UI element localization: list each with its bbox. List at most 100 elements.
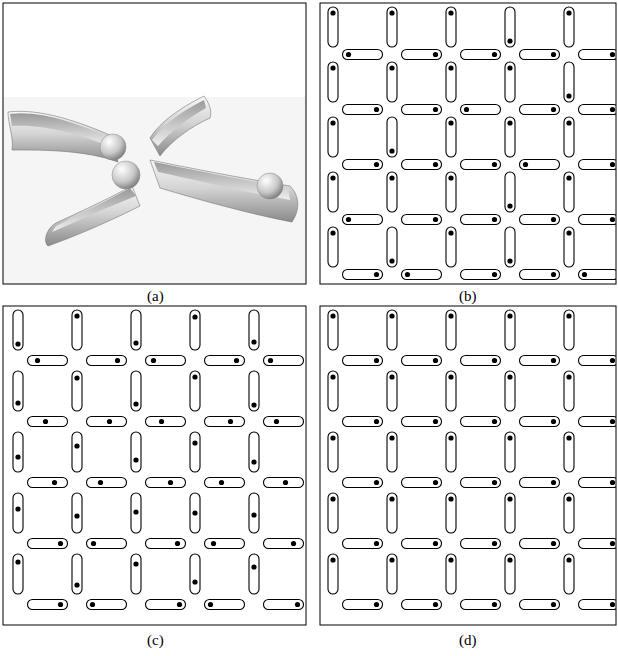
trough-grid [328,7,616,280]
ball-dot [15,400,20,405]
ball-dot [133,401,138,406]
trough [461,539,501,549]
backdrop [3,97,306,284]
trough [28,600,68,610]
trough [87,600,127,610]
trough-outline [328,172,338,212]
ball-dot [507,557,512,562]
ball-dot [192,314,197,319]
trough-grid [13,310,304,610]
trough [387,371,397,411]
ball-dot [330,496,335,501]
trough-outline [190,554,200,594]
trough [190,310,200,350]
trough-outline [146,417,186,427]
ball-dot [448,10,453,15]
ball-dot [177,602,182,607]
ball-dot [566,230,571,235]
trough-outline [264,417,304,427]
ball-dot [551,541,556,546]
trough-outline [564,7,574,47]
trough [28,417,68,427]
trough [131,310,141,350]
ball-dot [551,272,556,277]
trough [131,371,141,411]
trough-outline [564,493,574,533]
trough-outline [131,371,141,411]
trough-outline [72,432,82,472]
ball-dot [492,52,497,57]
ball-dot [448,435,453,440]
ball-dot [389,148,394,153]
trough-outline [87,356,127,366]
trough [87,539,127,549]
ball-dot [433,52,438,57]
ball-dot [74,375,79,380]
ball-dot [192,510,197,515]
ball-dot [389,175,394,180]
trough-outline [205,600,245,610]
trough [343,600,383,610]
ball-dot [192,579,197,584]
trough [564,227,574,267]
trough [520,105,560,115]
trough-outline [87,417,127,427]
trough-outline [328,493,338,533]
trough-outline [328,310,338,350]
trough [264,478,304,488]
trough-outline [343,417,383,427]
trough-outline [146,600,186,610]
trough-outline [343,105,383,115]
trough-outline [387,62,397,102]
ball-dot [566,374,571,379]
ball-dot [492,480,497,485]
ball-dot [133,509,138,514]
trough-outline [387,227,397,267]
trough [402,356,442,366]
trough-outline [146,356,186,366]
trough [579,478,617,488]
trough-outline [387,432,397,472]
ball-dot [551,602,556,607]
trough [564,432,574,472]
ball-dot [74,443,79,448]
trough [328,432,338,472]
ball-dot [219,480,224,485]
trough-outline [402,215,442,225]
trough-outline [564,62,574,102]
ball-dot [208,602,213,607]
trough [343,215,383,225]
trough [131,493,141,533]
ball-dot [330,435,335,440]
trough-outline [28,356,68,366]
trough-outline [461,160,501,170]
trough [387,117,397,157]
trough [402,270,442,280]
ball-dot [15,506,20,511]
trough-outline [249,493,259,533]
trough-outline [190,310,200,350]
ball-dot [507,65,512,70]
ball-dot [566,175,571,180]
trough-outline [520,160,560,170]
trough [461,105,501,115]
ball-dot [283,480,288,485]
ball-dot [433,602,438,607]
trough [264,539,304,549]
ball-dot [464,107,469,112]
trough-outline [264,478,304,488]
trough-outline [446,7,456,47]
trough [343,478,383,488]
trough [343,270,383,280]
ball-dot [52,480,57,485]
trough-outline [461,600,501,610]
ball-dot [610,52,615,57]
trough-outline [564,172,574,212]
ball-dot [566,93,571,98]
trough-outline [402,356,442,366]
trough [72,493,82,533]
ball-dot [374,419,379,424]
ball-dot [133,457,138,462]
trough [505,432,515,472]
render-panel [3,96,306,284]
